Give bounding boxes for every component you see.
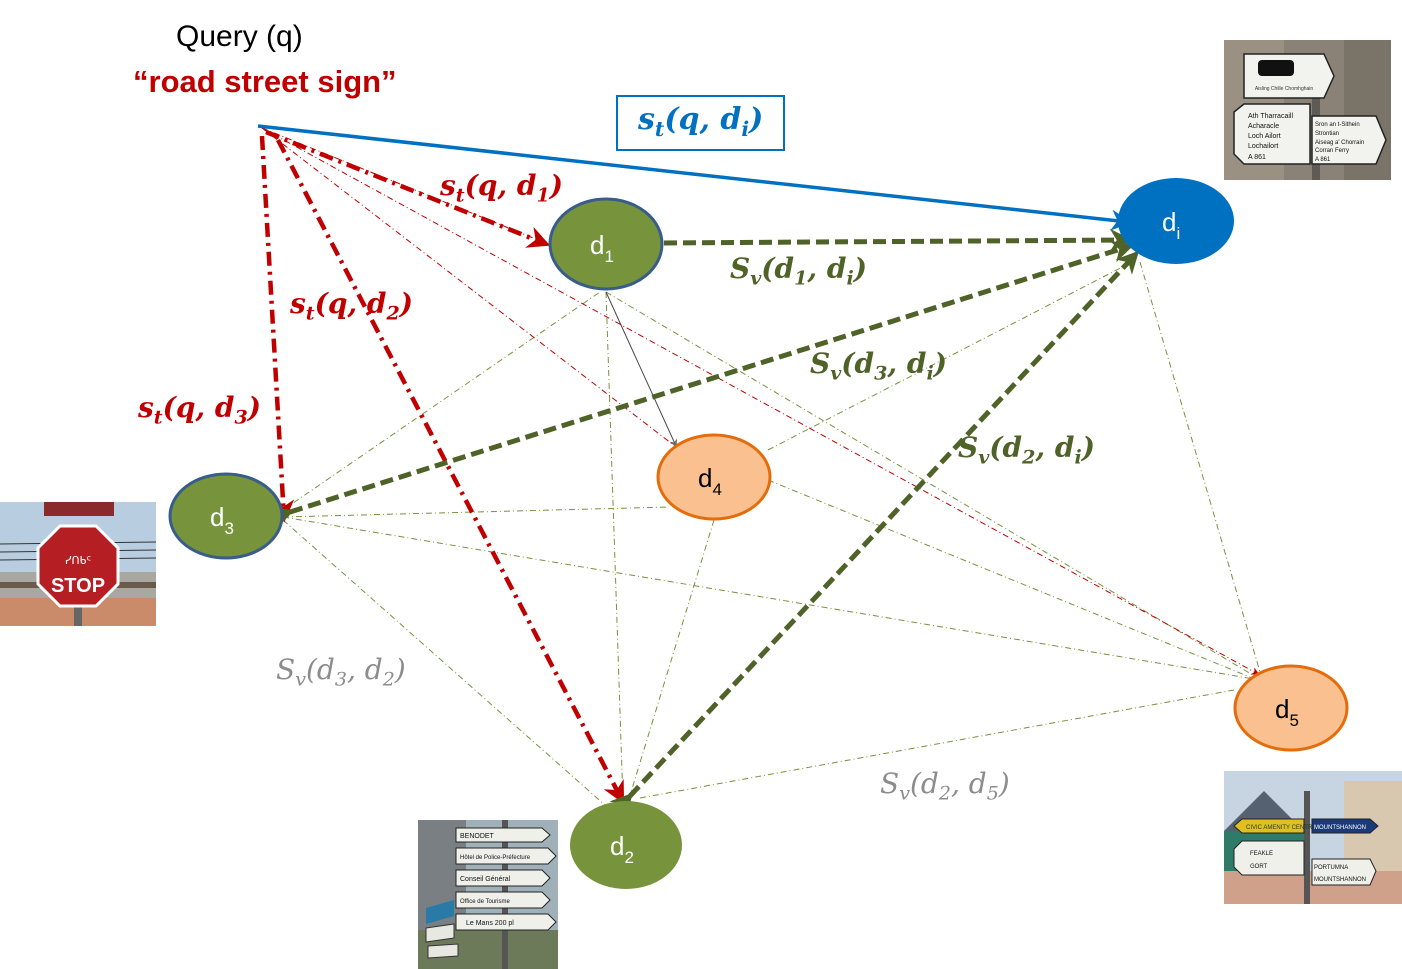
signpost-photo-d5: CIVIC AMENITY CENTRE MOUNTSHANNON FEAKLE… [1224, 771, 1402, 904]
svg-text:Conseil Général: Conseil Général [460, 876, 511, 883]
svg-text:Aiseag a' Chorrain: Aiseag a' Chorrain [1315, 140, 1364, 146]
edge-d2-di [609, 250, 1140, 817]
query-text: “road street sign” [133, 64, 397, 99]
edge-q-d1 [265, 129, 551, 248]
svg-text:PORTUMNA: PORTUMNA [1314, 865, 1348, 871]
svg-text:Hôtel de Police-Préfecture: Hôtel de Police-Préfecture [460, 855, 531, 861]
node-d3[interactable]: d3 [168, 472, 284, 560]
signpost-photo-di: Aisling Chille Chomhghain Ath Tharracail… [1224, 40, 1391, 180]
label-sv-d1-di: Sv(d1, di) [730, 252, 867, 290]
edge-q-d3 [259, 135, 295, 523]
svg-text:Sron an t-Sithein: Sron an t-Sithein [1315, 122, 1360, 128]
edge-q-d5 [261, 127, 1260, 675]
visual-edges-thin [282, 261, 1263, 807]
query-edges-thin [261, 127, 1260, 675]
label-sv-d2-di: Sv(d2, di) [958, 431, 1095, 469]
svg-text:d5: d5 [1275, 694, 1299, 730]
svg-text:Ath Tharracaill: Ath Tharracaill [1248, 113, 1293, 120]
svg-text:Lochailort: Lochailort [1248, 143, 1278, 150]
label-st-q-d2: st(q, d2) [290, 287, 413, 325]
svg-text:Office de Tourisme: Office de Tourisme [460, 899, 510, 905]
node-d5[interactable]: d5 [1233, 664, 1349, 752]
svg-text:Corran Ferry: Corran Ferry [1315, 148, 1349, 154]
edge-d1-di [663, 228, 1133, 252]
node-d4[interactable]: d4 [656, 433, 772, 521]
svg-text:A 861: A 861 [1248, 154, 1266, 161]
svg-text:BENODET: BENODET [460, 833, 495, 840]
svg-text:Aisling Chille Chomhghain: Aisling Chille Chomhghain [1255, 86, 1314, 92]
label-st-q-di: st(q, di) [616, 95, 786, 152]
node-d2[interactable]: d2 [570, 801, 682, 889]
edge-d1-d4 [605, 291, 677, 448]
edge-d4-d5 [767, 479, 1263, 683]
node-d1[interactable]: d1 [548, 197, 664, 291]
svg-text:Loch Ailort: Loch Ailort [1248, 133, 1281, 140]
svg-text:ᓯᑎᑲᑦ: ᓯᑎᑲᑦ [65, 554, 92, 567]
svg-text:CIVIC AMENITY CENTRE: CIVIC AMENITY CENTRE [1246, 825, 1316, 831]
edge-d3-d1 [282, 291, 601, 511]
query-title: Query (q) [176, 20, 303, 53]
svg-text:Le Mans 200 pl: Le Mans 200 pl [466, 920, 514, 927]
signpost-photo-d2: BENODET Hôtel de Police-Préfecture Conse… [418, 820, 558, 969]
visual-edges-to-di [269, 228, 1140, 817]
edge-di-d5 [1139, 261, 1261, 673]
edge-d3-d5 [282, 516, 1261, 681]
stop-sign-photo: ᓯᑎᑲᑦ STOP [0, 502, 156, 626]
node-di[interactable]: di [1118, 178, 1234, 264]
svg-text:STOP: STOP [51, 575, 105, 597]
edge-d3-d4 [282, 506, 670, 518]
svg-text:GORT: GORT [1250, 864, 1268, 870]
label-sv-d2-d5: Sv(d2, d5) [880, 767, 1010, 805]
svg-text:d3: d3 [210, 502, 234, 538]
label-sv-d3-d2: Sv(d3, d2) [276, 653, 406, 691]
edge-q-di [257, 124, 1133, 231]
svg-text:Acharacle: Acharacle [1248, 123, 1279, 130]
svg-text:d2: d2 [610, 831, 634, 867]
label-sv-d3-di: Sv(d3, di) [810, 347, 947, 385]
svg-text:Strontian: Strontian [1315, 131, 1339, 137]
svg-text:MOUNTSHANNON: MOUNTSHANNON [1314, 825, 1366, 831]
label-st-q-d3: st(q, d3) [138, 391, 261, 429]
label-st-q-d1: st(q, d1) [440, 169, 563, 207]
edge-d4-d2 [627, 519, 715, 803]
svg-text:di: di [1162, 207, 1180, 243]
svg-text:A 861: A 861 [1315, 157, 1331, 163]
svg-text:d1: d1 [590, 230, 614, 266]
svg-text:MOUNTSHANNON: MOUNTSHANNON [1314, 877, 1366, 883]
edge-d1-d2 [605, 291, 624, 803]
svg-text:FEAKLE: FEAKLE [1250, 851, 1273, 857]
svg-text:d4: d4 [698, 463, 722, 499]
